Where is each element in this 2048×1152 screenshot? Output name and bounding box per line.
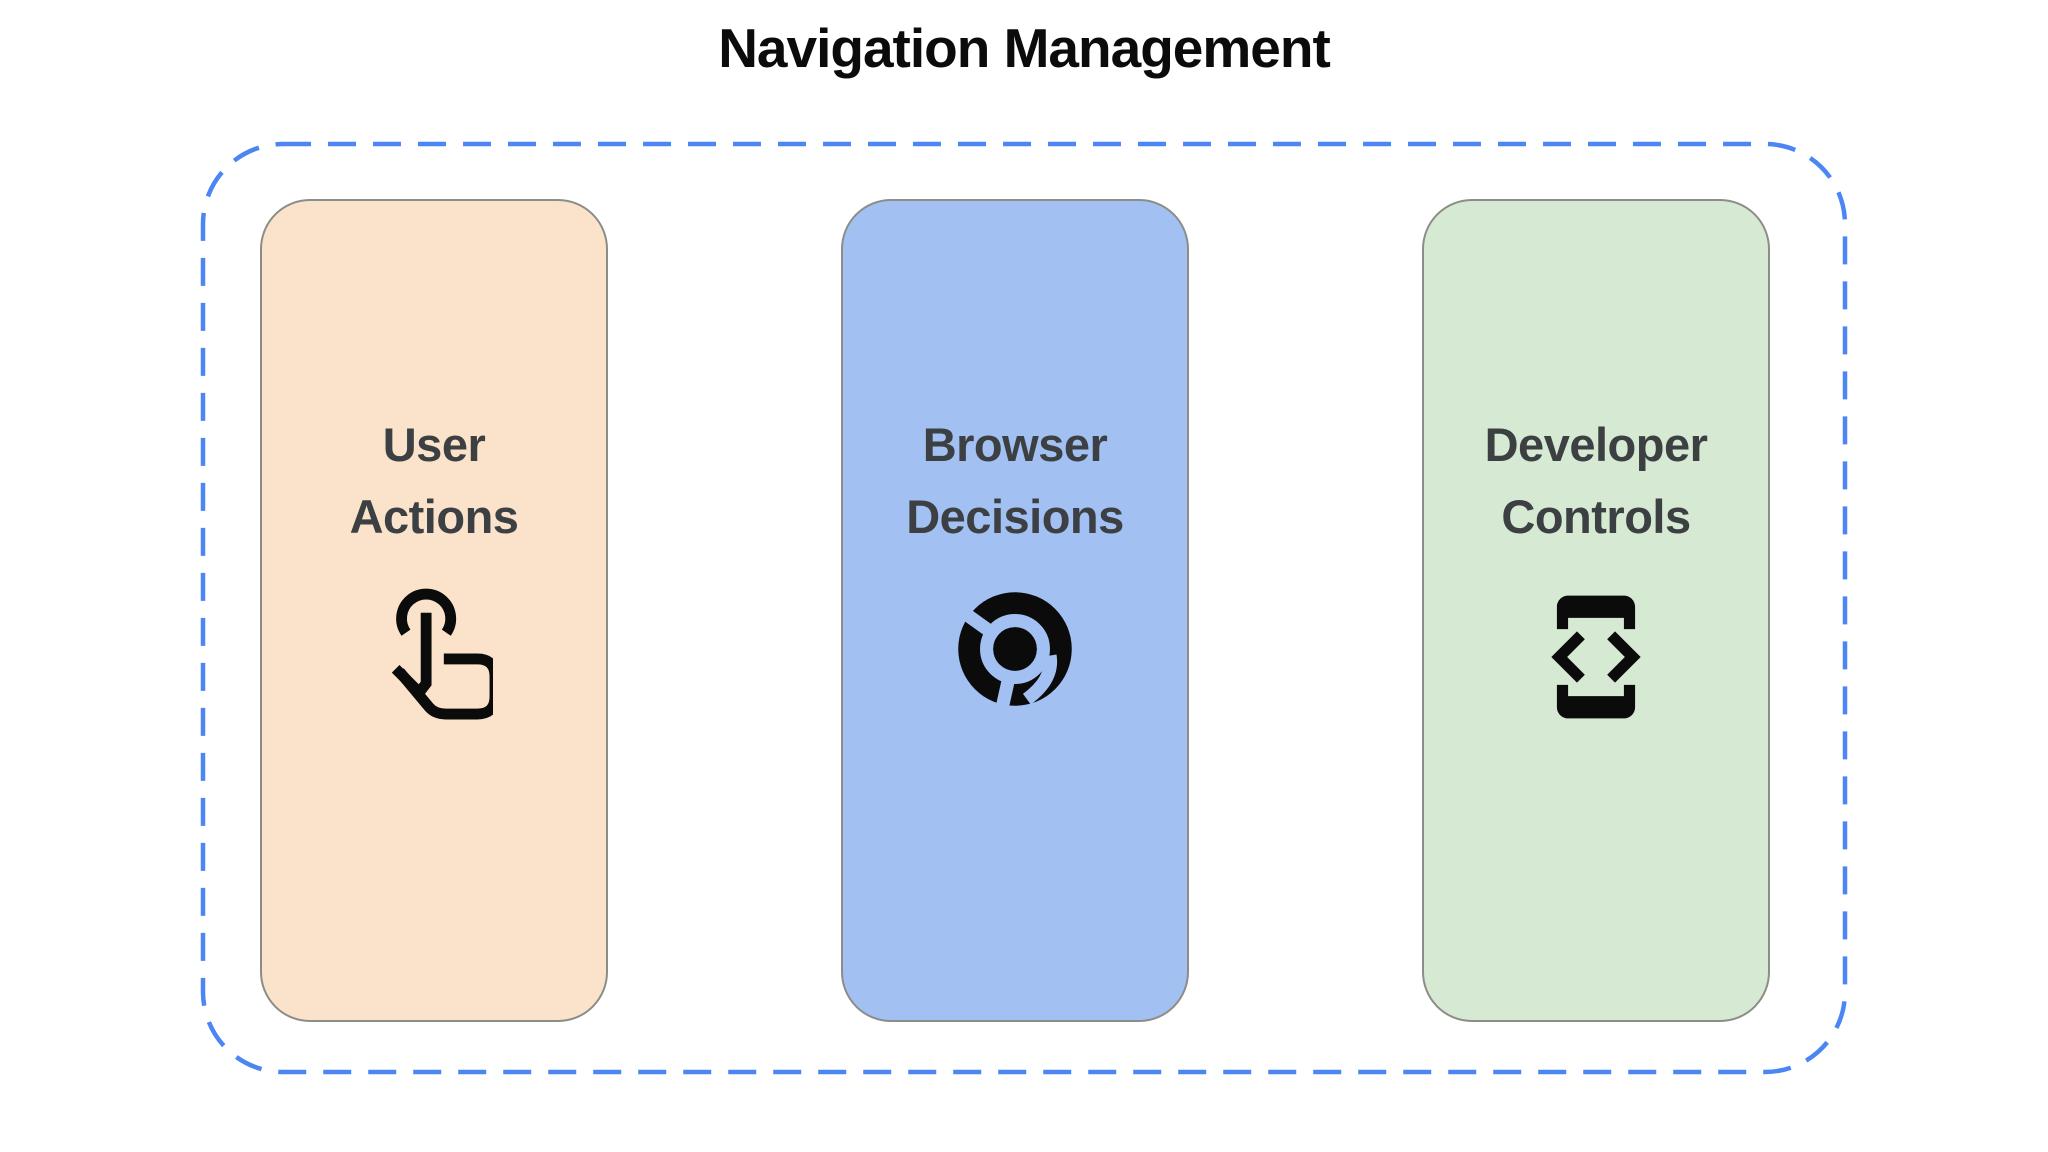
card-label: Browser Decisions [906,409,1124,553]
card-label-line1: Browser [922,418,1108,471]
page-title: Navigation Management [718,17,1331,79]
chrome-browser-icon [949,583,1081,720]
card-developer-controls: Developer Controls [1422,199,1770,1022]
tap-gesture-icon [375,583,501,736]
card-row: User Actions Browser Decis [200,199,1848,1022]
card-user-actions: User Actions [260,199,608,1022]
card-label-line1: User [382,418,486,471]
card-browser-decisions: Browser Decisions [841,199,1189,1022]
card-label: User Actions [350,409,519,553]
developer-mode-icon [1529,583,1663,736]
dashed-container: User Actions Browser Decis [200,141,1848,1075]
card-label-line2: Actions [349,490,519,543]
card-label-line2: Controls [1501,490,1691,543]
card-label-line2: Decisions [906,490,1124,543]
dashed-border [200,141,1848,1075]
card-label-line1: Developer [1484,418,1708,471]
card-label: Developer Controls [1485,409,1708,553]
